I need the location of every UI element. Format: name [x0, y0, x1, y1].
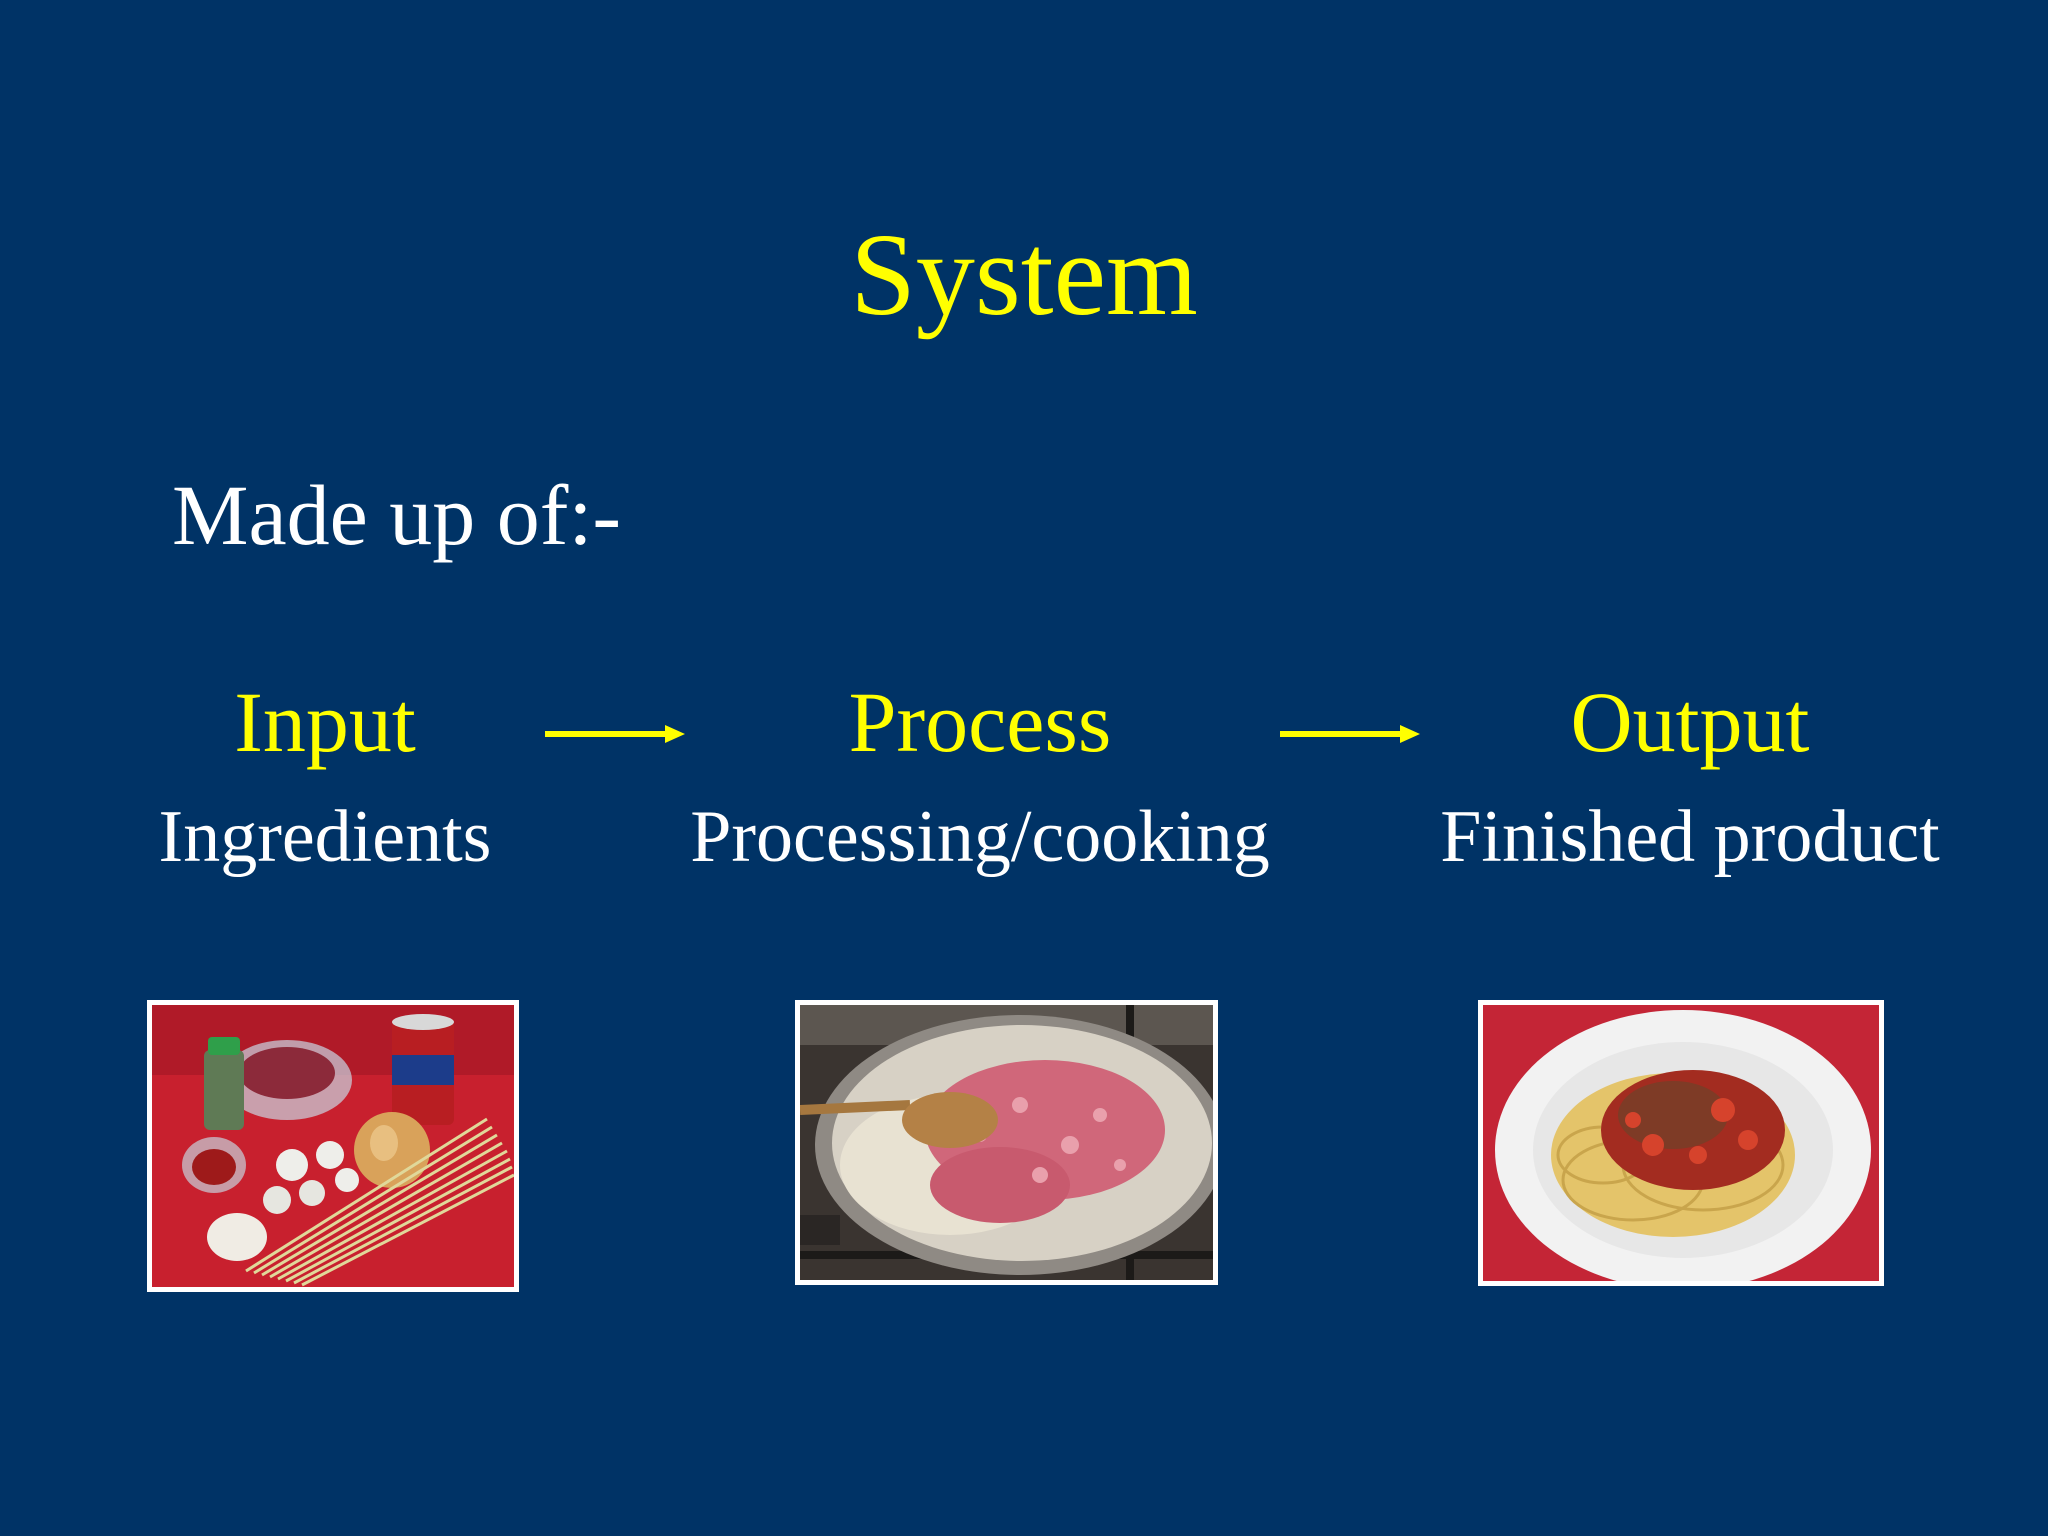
ingredients-photo	[147, 1000, 519, 1292]
right-arrow-icon	[1280, 725, 1420, 743]
stage-label-input: Input	[234, 674, 416, 770]
right-arrow-icon	[545, 725, 685, 743]
pan-cooking-photo	[795, 1000, 1218, 1285]
slide-title: System	[850, 209, 1198, 340]
slide-subtitle: Made up of:-	[172, 467, 621, 563]
stage-desc-output: Finished product	[1440, 796, 1940, 878]
stage-desc-input: Ingredients	[158, 796, 492, 878]
spaghetti-plate-photo	[1478, 1000, 1884, 1286]
stage-desc-process: Processing/cooking	[690, 796, 1270, 878]
stage-label-output: Output	[1570, 674, 1810, 770]
stage-label-process: Process	[848, 674, 1112, 770]
